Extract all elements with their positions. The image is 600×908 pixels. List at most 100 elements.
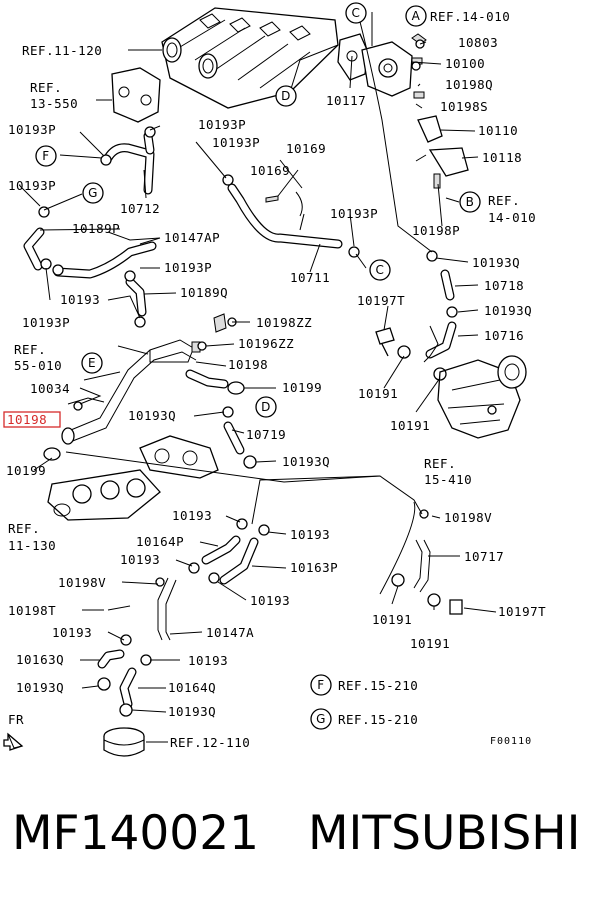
callout-10034: 10034: [30, 381, 70, 396]
bubble-G: G: [88, 186, 98, 200]
bubble-C-top: C: [352, 6, 361, 20]
callout-10196ZZ: 10196ZZ: [238, 336, 294, 351]
bubble-B: B: [466, 195, 475, 209]
part-number: MF140021: [12, 806, 260, 861]
callout-10193P-5: 10193P: [330, 206, 378, 221]
callout-10198-highlight-box: [3, 411, 61, 428]
callout-10164P: 10164P: [136, 534, 184, 549]
callout-10193P-6: 10193P: [164, 260, 212, 275]
legend-bubble-F: F: [317, 678, 324, 692]
callout-10117: 10117: [326, 93, 366, 108]
callout-10193-b: 10193: [172, 508, 212, 523]
callout-ref-11-130-line1: REF.: [8, 521, 40, 536]
front-label: FR: [8, 712, 24, 727]
callout-10197T-top: 10197T: [357, 293, 405, 308]
legend-f-ref: REF.15-210: [338, 678, 418, 693]
callout-10193-a: 10193: [60, 292, 100, 307]
callout-10164Q: 10164Q: [168, 680, 216, 695]
callout-ref-15-410-line1: REF.: [424, 456, 456, 471]
callout-10110: 10110: [478, 123, 518, 138]
legend-g-ref: REF.15-210: [338, 712, 418, 727]
bracket-13-550-drawing: [111, 67, 161, 123]
legend: F REF.15-210 G REF.15-210: [310, 674, 418, 730]
bubble-D-top: D: [281, 89, 291, 103]
callout-ref-14-010-b-line1: REF.: [488, 193, 520, 208]
callout-10191-a: 10191: [358, 386, 398, 401]
callout-10163Q: 10163Q: [16, 652, 64, 667]
callout-10118: 10118: [482, 150, 522, 165]
intake-manifold-drawing: [139, 435, 219, 479]
bubble-F: F: [42, 149, 49, 163]
bubble-D-mid: D: [261, 400, 271, 414]
callout-10193P-2: 10193P: [8, 122, 56, 137]
callout-10193P-7: 10193P: [22, 315, 70, 330]
bubble-C-mid: C: [376, 263, 385, 277]
callout-10100: 10100: [445, 56, 485, 71]
callout-10711: 10711: [290, 270, 330, 285]
leader-lines: [19, 12, 497, 743]
callout-ref-15-410-line2: 15-410: [424, 472, 472, 487]
callout-10199-b: 10199: [6, 463, 46, 478]
callout-10199-a: 10199: [282, 380, 322, 395]
callout-10163P: 10163P: [290, 560, 338, 575]
callout-10198T: 10198T: [8, 603, 56, 618]
callout-ref-13-550-line1: REF.: [30, 80, 62, 95]
callout-10193Q-b1: 10193Q: [16, 680, 64, 695]
callout-10193-g: 10193: [188, 653, 228, 668]
exhaust-manifold-drawing: [47, 469, 161, 521]
bubble-E: E: [88, 356, 96, 370]
callout-10198V-l: 10198V: [58, 575, 106, 590]
callout-ref-55-010-line2: 55-010: [14, 358, 62, 373]
callout-10198S: 10198S: [440, 99, 488, 114]
callout-ref-14-010-top: REF.14-010: [430, 9, 510, 24]
callout-10717: 10717: [464, 549, 504, 564]
callout-ref-12-110: REF.12-110: [170, 735, 250, 750]
callout-10198-highlighted: 10198: [7, 412, 47, 427]
callout-10719: 10719: [246, 427, 286, 442]
callout-10718: 10718: [484, 278, 524, 293]
callout-10193P-4: 10193P: [8, 178, 56, 193]
front-arrow-icon: [3, 732, 24, 751]
callout-10189P: 10189P: [72, 221, 120, 236]
callout-10712: 10712: [120, 201, 160, 216]
callout-10169-a: 10169: [286, 141, 326, 156]
oil-filter-drawing: [103, 727, 145, 757]
brand-name: MITSUBISHI: [308, 806, 581, 861]
callout-10193-c: 10193: [290, 527, 330, 542]
callout-10193Q-r2: 10193Q: [484, 303, 532, 318]
footer: MF140021 MITSUBISHI: [0, 800, 600, 880]
callout-10193Q-b2: 10193Q: [168, 704, 216, 719]
hoses-and-pipes: [23, 131, 463, 709]
callout-10193P-3: 10193P: [212, 135, 260, 150]
callout-ref-55-010-line1: REF.: [14, 342, 46, 357]
bubble-A: A: [412, 9, 421, 23]
reference-bubbles: A B C C D D E F G: [35, 2, 481, 418]
figure-code: F00110: [490, 736, 532, 747]
callout-10193-d: 10193: [120, 552, 160, 567]
callout-10198ZZ: 10198ZZ: [256, 315, 312, 330]
callout-10191-c: 10191: [372, 612, 412, 627]
callout-10716: 10716: [484, 328, 524, 343]
callout-ref-14-010-b-line2: 14-010: [488, 210, 536, 225]
callout-labels: REF.11-120 REF. 13-550 REF.14-010 10803 …: [3, 9, 546, 750]
callout-10191-b: 10191: [390, 418, 430, 433]
callout-10147AP: 10147AP: [164, 230, 220, 245]
callout-10803: 10803: [458, 35, 498, 50]
callout-10189Q: 10189Q: [180, 285, 228, 300]
callout-10198-mid: 10198: [228, 357, 268, 372]
turbocharger-drawing: [437, 355, 527, 439]
callout-10191-d: 10191: [410, 636, 450, 651]
callout-10198Q: 10198Q: [445, 77, 493, 92]
callout-10197T-bot: 10197T: [498, 604, 546, 619]
callout-10147A: 10147A: [206, 625, 254, 640]
callout-10198P: 10198P: [412, 223, 460, 238]
callout-10193Q-mid: 10193Q: [128, 408, 176, 423]
legend-bubble-G: G: [316, 712, 326, 726]
callout-10193-e: 10193: [250, 593, 290, 608]
callout-10193P-1: 10193P: [198, 117, 246, 132]
callout-10198V-r: 10198V: [444, 510, 492, 525]
callout-ref-11-130-line2: 11-130: [8, 538, 56, 553]
callout-10193-f: 10193: [52, 625, 92, 640]
callout-10193Q-low: 10193Q: [282, 454, 330, 469]
thermostat-housing-drawing: [337, 33, 469, 189]
